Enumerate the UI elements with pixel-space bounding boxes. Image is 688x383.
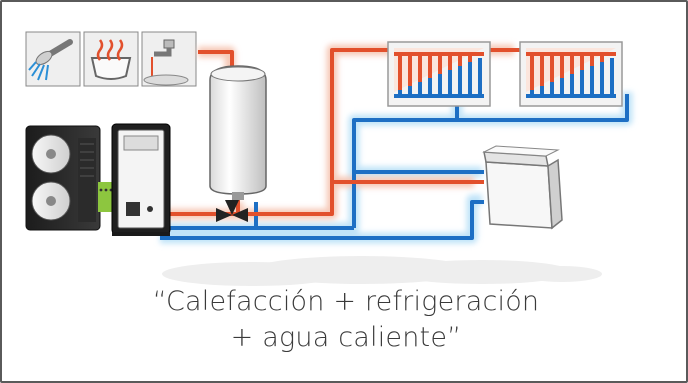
- radiator-2: [519, 41, 623, 107]
- caption-line-1: “Calefacción + refrigeración: [152, 286, 540, 317]
- cloud-shadow: [162, 256, 602, 286]
- outdoor-heat-pump-unit: [25, 125, 101, 231]
- fan-coil-unit: [482, 145, 563, 230]
- bathtub-icon: [83, 31, 139, 87]
- cold-water-pipes: [160, 94, 629, 240]
- radiator-1: [387, 41, 491, 107]
- caption: “Calefacción + refrigeración + agua cali…: [2, 284, 686, 356]
- caption-line-2: + agua caliente”: [230, 322, 462, 353]
- hot-water-tank: [209, 65, 267, 200]
- three-way-valve: [216, 200, 248, 222]
- shower-icon: [25, 31, 81, 87]
- indoor-hydrobox-unit: [111, 123, 171, 236]
- faucet-icon: [141, 31, 197, 87]
